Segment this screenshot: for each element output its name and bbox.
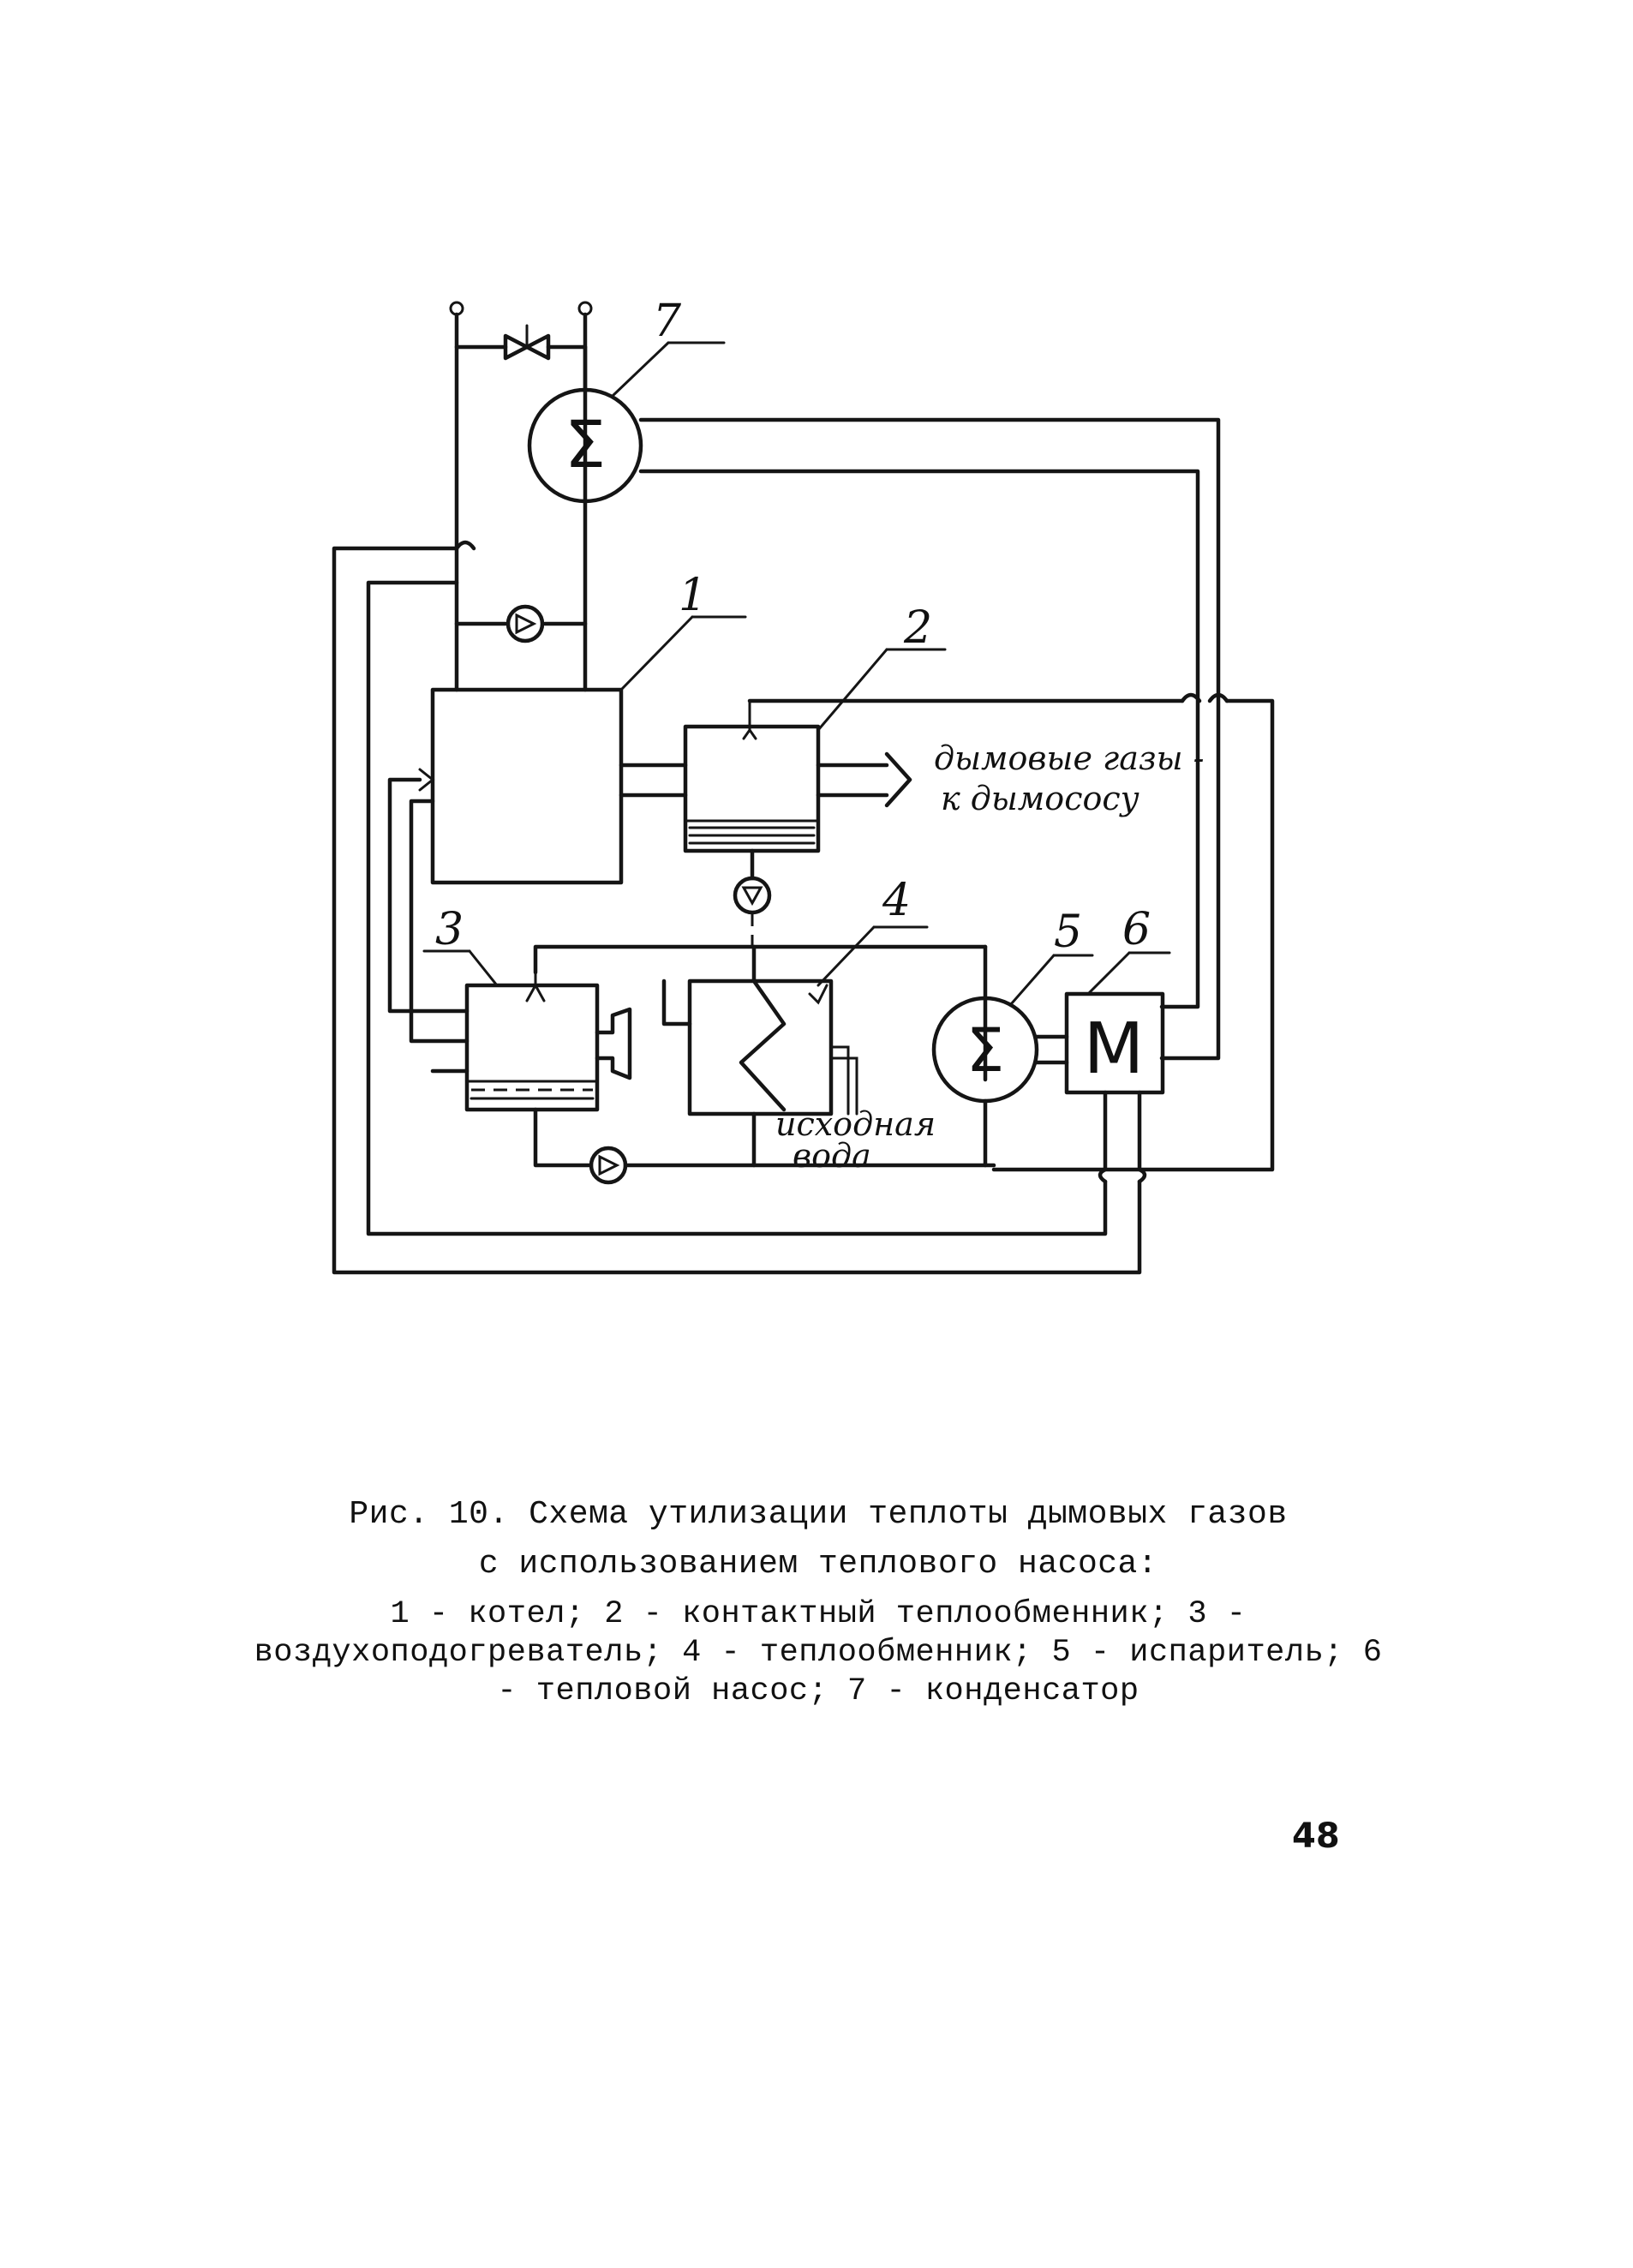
evaporator-symbol: Σ: [966, 1015, 1004, 1086]
bottom-return-lines: [332, 540, 1147, 1275]
middle-header: [533, 944, 988, 1082]
label-1: 1: [679, 570, 707, 621]
contact-heat-exchanger-2: 2: [683, 602, 947, 853]
air-heater-3: 3: [422, 904, 632, 1112]
flue-gases-annotation-line2: к дымососу: [941, 780, 1140, 817]
label-3: 3: [435, 904, 464, 955]
source-water-annotation-line2: вода: [793, 1137, 871, 1175]
top-water-line: [747, 692, 1275, 1172]
supply-terminals: [449, 301, 593, 692]
bypass-valve-icon: [503, 324, 551, 361]
heat-exchanger-4: 4: [661, 875, 929, 1116]
figure-caption-legend: 1 - котел; 2 - контактный теплообменник;…: [254, 1596, 1383, 1710]
heat-pump-symbol: M: [1084, 1008, 1145, 1090]
flue-gas-duct: [619, 751, 912, 808]
label-6: 6: [1122, 904, 1151, 955]
air-to-boiler-duct: [387, 768, 470, 1044]
label-2: 2: [903, 602, 932, 654]
figure-caption-subtitle: с использованием теплового насоса:: [478, 1546, 1158, 1583]
source-water-annotation-line1: исходная: [775, 1105, 936, 1143]
label-7: 7: [653, 296, 682, 347]
condenser-7: Σ 7: [527, 296, 726, 504]
page-number: 48: [1292, 1816, 1340, 1856]
label-5: 5: [1054, 907, 1082, 958]
label-4: 4: [882, 875, 911, 926]
boiler-1: 1: [430, 570, 747, 885]
condenser-symbol: Σ: [565, 406, 606, 482]
flue-gases-annotation-line1: дымовые газы -: [934, 739, 1205, 777]
heat-pump-6: M 6: [1064, 904, 1171, 1095]
drain-pump-2: [733, 848, 772, 947]
evaporator-5: Σ 5: [931, 907, 1094, 1104]
condenser-to-heat-pump-pipes: [638, 417, 1221, 1061]
figure-caption-title: Рис. 10. Схема утилизации теплоты дымовы…: [349, 1496, 1288, 1533]
circulation-pump-icon: [454, 604, 588, 643]
